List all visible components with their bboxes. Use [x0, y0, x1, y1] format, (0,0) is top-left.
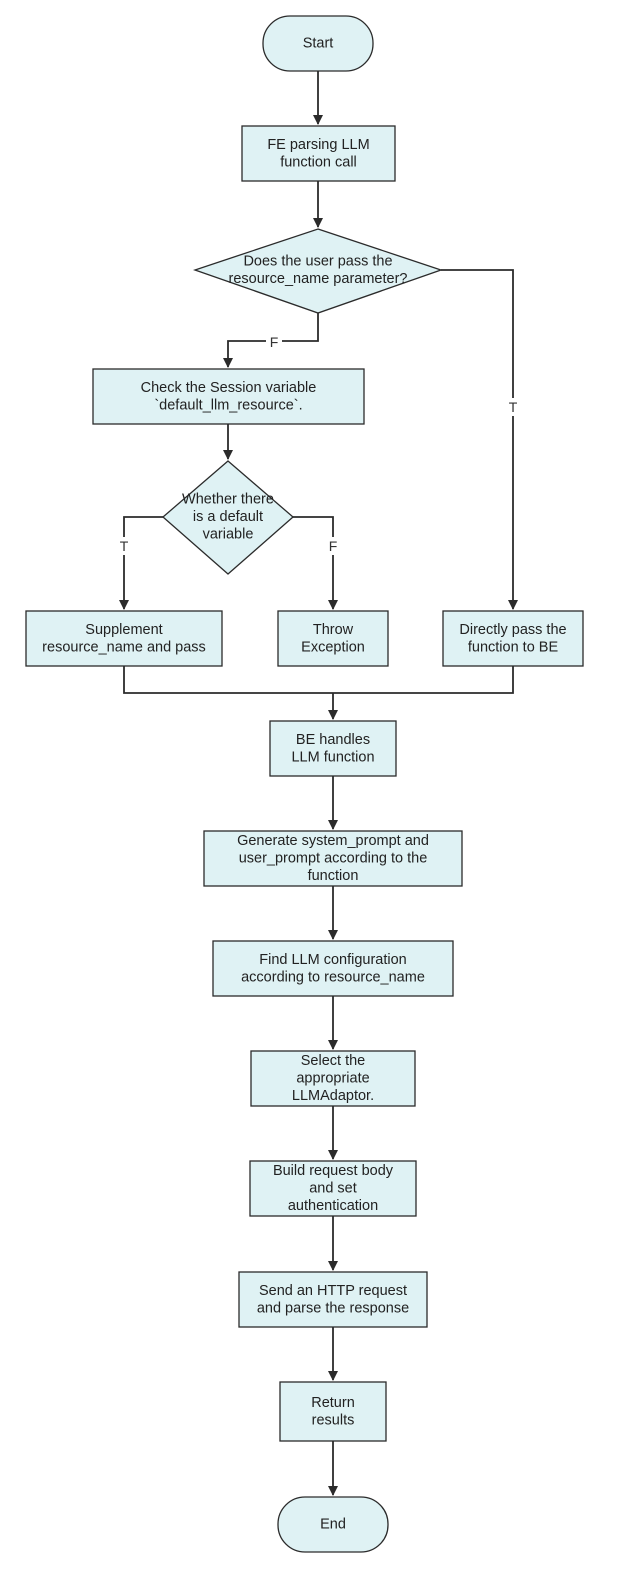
node-label-line: End: [320, 1517, 346, 1533]
node-label-line: variable: [203, 527, 254, 543]
node-label-line: Find LLM configuration: [259, 952, 407, 968]
edge-label-default-false: F: [325, 537, 341, 555]
node-label-line: and parse the response: [257, 1300, 409, 1316]
node-label-line: function to BE: [468, 639, 559, 655]
node-label-line: results: [312, 1412, 355, 1428]
node-start: Start: [262, 15, 374, 72]
node-label-line: appropriate: [296, 1071, 369, 1087]
edge-has-default-true: [119, 516, 163, 610]
node-label-line: Return: [311, 1395, 355, 1411]
node-label-line: function call: [280, 154, 357, 170]
edge-check-param-true: [441, 269, 518, 610]
node-label-line: function: [308, 868, 359, 884]
node-label-line: resource_name and pass: [42, 639, 206, 655]
edge-has-default-false: [293, 516, 338, 610]
node-check-param-text: Does the user pass the resource_name para…: [229, 253, 408, 287]
node-label-line: is a default: [193, 509, 263, 525]
node-label-line: FE parsing LLM: [267, 137, 369, 153]
edges: [119, 71, 518, 1496]
node-label-line: `default_llm_resource`.: [154, 397, 302, 413]
node-gen-prompt-text: Generate system_prompt and user_prompt ac…: [237, 833, 429, 884]
node-label-line: Throw: [313, 622, 354, 638]
node-label-line: Check the Session variable: [141, 380, 317, 396]
edge-label-param-true-text: T: [509, 399, 518, 415]
node-gen-prompt: Generate system_prompt and user_prompt ac…: [203, 830, 463, 887]
node-check-session: Check the Session variable`default_llm_r…: [92, 368, 365, 425]
node-label-line: Directly pass the: [459, 622, 566, 638]
edge-label-default-true: T: [116, 537, 132, 555]
edge-supplement-merge: [123, 666, 514, 694]
node-label-line: Generate system_prompt and: [237, 833, 429, 849]
edge-label-default-true-text: T: [120, 538, 129, 554]
edge-label-default-false-text: F: [329, 538, 338, 554]
node-label-line: BE handles: [296, 732, 370, 748]
edge-label-param-true: T: [505, 398, 521, 416]
node-end: End: [277, 1496, 389, 1553]
node-label-line: Does the user pass the: [243, 253, 392, 269]
node-start-text: Start: [303, 36, 334, 52]
node-label-line: Exception: [301, 639, 365, 655]
edge-labels: F T T F: [116, 333, 521, 555]
node-check-param: Does the user pass the resource_name para…: [192, 228, 444, 314]
edge-label-param-false-text: F: [270, 334, 279, 350]
node-label-line: resource_name parameter?: [229, 271, 408, 287]
node-check-session-text: Check the Session variable`default_llm_r…: [141, 380, 317, 414]
node-label-line: user_prompt according to the: [239, 851, 428, 867]
node-label-line: Start: [303, 36, 334, 52]
node-label-line: Select the: [301, 1053, 366, 1069]
node-label-line: Whether there: [182, 492, 274, 508]
node-end-text: End: [320, 1517, 346, 1533]
node-label-line: authentication: [288, 1198, 378, 1214]
node-label-line: according to resource_name: [241, 969, 425, 985]
node-label-line: Send an HTTP request: [259, 1283, 407, 1299]
node-label-line: LLMAdaptor.: [292, 1088, 374, 1104]
node-label-line: Supplement: [85, 622, 162, 638]
node-label-line: Build request body: [273, 1163, 394, 1179]
edge-label-param-false: F: [266, 333, 282, 350]
node-label-line: LLM function: [291, 749, 374, 765]
node-label-line: and set: [309, 1181, 357, 1197]
